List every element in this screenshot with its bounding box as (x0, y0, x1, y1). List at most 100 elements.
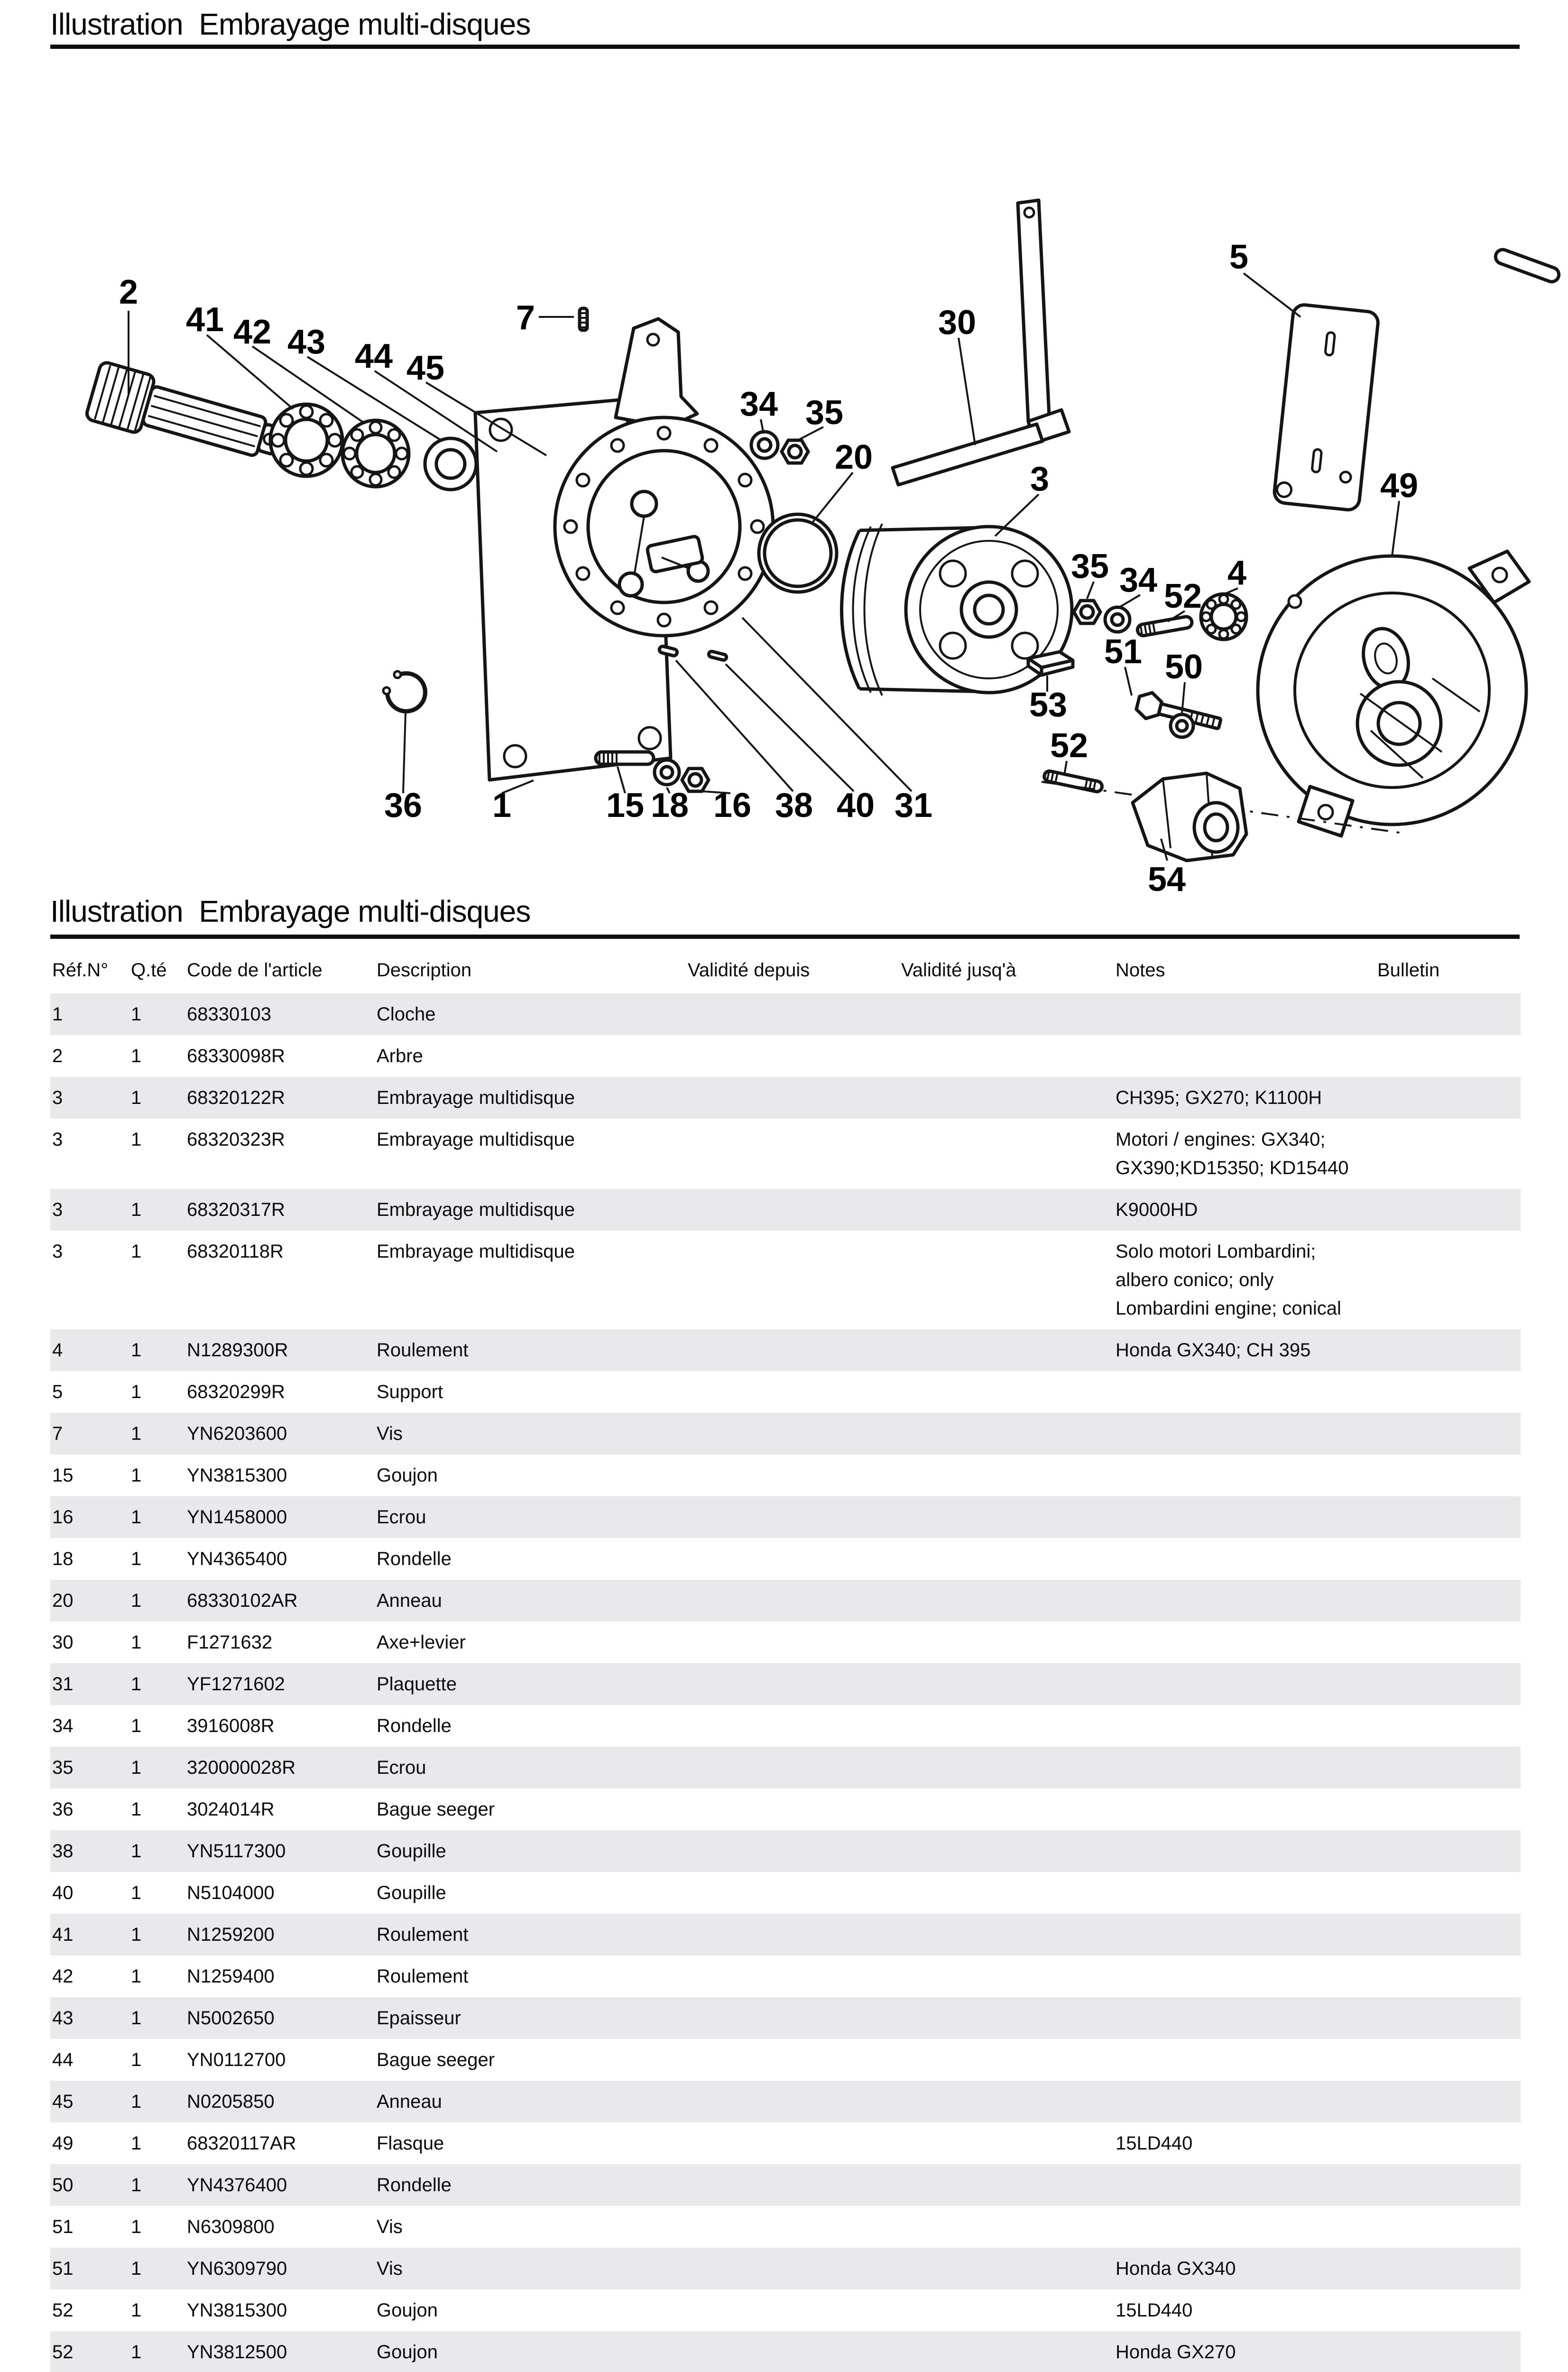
cell-desc: Anneau (377, 1590, 442, 1611)
cell-bulletin (1375, 1872, 1521, 1914)
part-plate-1 (473, 317, 775, 782)
cell-notes (1114, 1538, 1375, 1580)
cell-qty: 1 (131, 2258, 142, 2279)
callout-20: 20 (835, 438, 873, 476)
cell-qty: 1 (131, 1199, 142, 1220)
callout-41: 41 (186, 301, 224, 339)
cell-ref: 1 (52, 1004, 63, 1025)
cell-code: YN4365400 (187, 1548, 287, 1569)
cell-to (899, 1077, 1114, 1119)
callout-54: 54 (1148, 861, 1186, 899)
cell-qty: 1 (131, 1241, 142, 1262)
cell-bulletin (1375, 2081, 1521, 2122)
part-stud-52b (1135, 615, 1194, 638)
cell-code: N1289300R (187, 1340, 288, 1361)
cell-code: YN5117300 (187, 1841, 286, 1862)
callout-43: 43 (287, 323, 325, 361)
cell-qty: 1 (131, 2049, 142, 2070)
cell-desc: Anneau (377, 2091, 442, 2112)
callout-18: 18 (651, 787, 689, 825)
cell-desc: Goujon (377, 2300, 438, 2321)
cell-ref: 31 (52, 1674, 74, 1695)
cell-desc: Bague seeger (377, 1799, 495, 1820)
cell-ref: 7 (52, 1423, 63, 1444)
header-desc: Description (377, 960, 472, 981)
cell-qty: 1 (131, 1882, 142, 1903)
part-screw-7 (578, 306, 589, 332)
cell-ref: 51 (52, 2258, 74, 2279)
cell-code: YN4376400 (187, 2175, 287, 2196)
cell-to (899, 1413, 1114, 1455)
part-nut-35b (1072, 599, 1102, 625)
cell-desc: Goujon (377, 1465, 438, 1486)
cell-from (686, 2206, 899, 2248)
cell-notes (1114, 1496, 1375, 1538)
section-title: Illustration Embrayage multi-disques (50, 894, 531, 928)
cell-desc: Embrayage multidisque (377, 1129, 575, 1150)
cell-from (686, 2248, 899, 2289)
part-pin-40 (707, 649, 729, 662)
cell-ref: 15 (52, 1465, 74, 1486)
cell-to (899, 993, 1114, 1035)
callout-15: 15 (606, 787, 644, 825)
cell-from (686, 1119, 899, 1189)
cell-notes (1114, 1747, 1375, 1788)
cell-from (686, 1455, 899, 1496)
cell-from (686, 1830, 899, 1872)
cell-desc: Vis (377, 2216, 403, 2237)
part-shim-43 (423, 436, 478, 491)
cell-from (686, 1663, 899, 1705)
cell-notes (1114, 1872, 1375, 1914)
cell-notes (1114, 1621, 1375, 1663)
cell-bulletin (1375, 1077, 1521, 1119)
cell-notes (1114, 2164, 1375, 2206)
cell-ref: 45 (52, 2091, 74, 2112)
cell-from (686, 1955, 899, 1997)
cell-bulletin (1375, 1663, 1521, 1705)
cell-desc: Cloche (377, 1004, 436, 1025)
cell-desc: Rondelle (377, 1715, 452, 1736)
cell-bulletin (1375, 1413, 1521, 1455)
cell-desc: Goupille (377, 1841, 446, 1862)
cell-qty: 1 (131, 2216, 142, 2237)
part-lever-30 (891, 198, 1071, 487)
header-ref: Réf.N° (52, 960, 109, 981)
callout-51: 51 (1104, 633, 1142, 671)
cell-to (899, 1747, 1114, 1788)
header-notes: Notes (1116, 960, 1165, 981)
cell-notes: K9000HD (1116, 1199, 1198, 1220)
part-bearing-41 (268, 402, 344, 478)
cell-code: 68320317R (187, 1199, 285, 1220)
cell-from (686, 2122, 899, 2164)
part-shaft (85, 361, 282, 457)
cell-bulletin (1375, 1455, 1521, 1496)
cell-desc: Plaquette (377, 1674, 457, 1695)
cell-bulletin (1375, 1997, 1521, 2039)
cell-desc: Embrayage multidisque (377, 1241, 575, 1262)
cell-from (686, 2039, 899, 2081)
callout-4: 4 (1227, 554, 1246, 592)
header-qty: Q.té (131, 960, 167, 981)
cell-bulletin (1375, 2331, 1521, 2372)
cell-qty: 1 (131, 2008, 142, 2029)
cell-to (899, 2122, 1114, 2164)
cell-bulletin (1375, 2122, 1521, 2164)
callout-38: 38 (775, 787, 813, 825)
callout-5: 5 (1229, 238, 1248, 276)
cell-to (899, 2081, 1114, 2122)
part-cone-54 (1131, 771, 1248, 862)
part-support-5 (1273, 303, 1380, 512)
callout-2: 2 (119, 273, 138, 311)
cell-from (686, 2081, 899, 2122)
cell-from (686, 1189, 899, 1231)
callout-40: 40 (837, 787, 875, 825)
cell-code: N1259200 (187, 1924, 275, 1945)
cell-ref: 40 (52, 1882, 74, 1903)
